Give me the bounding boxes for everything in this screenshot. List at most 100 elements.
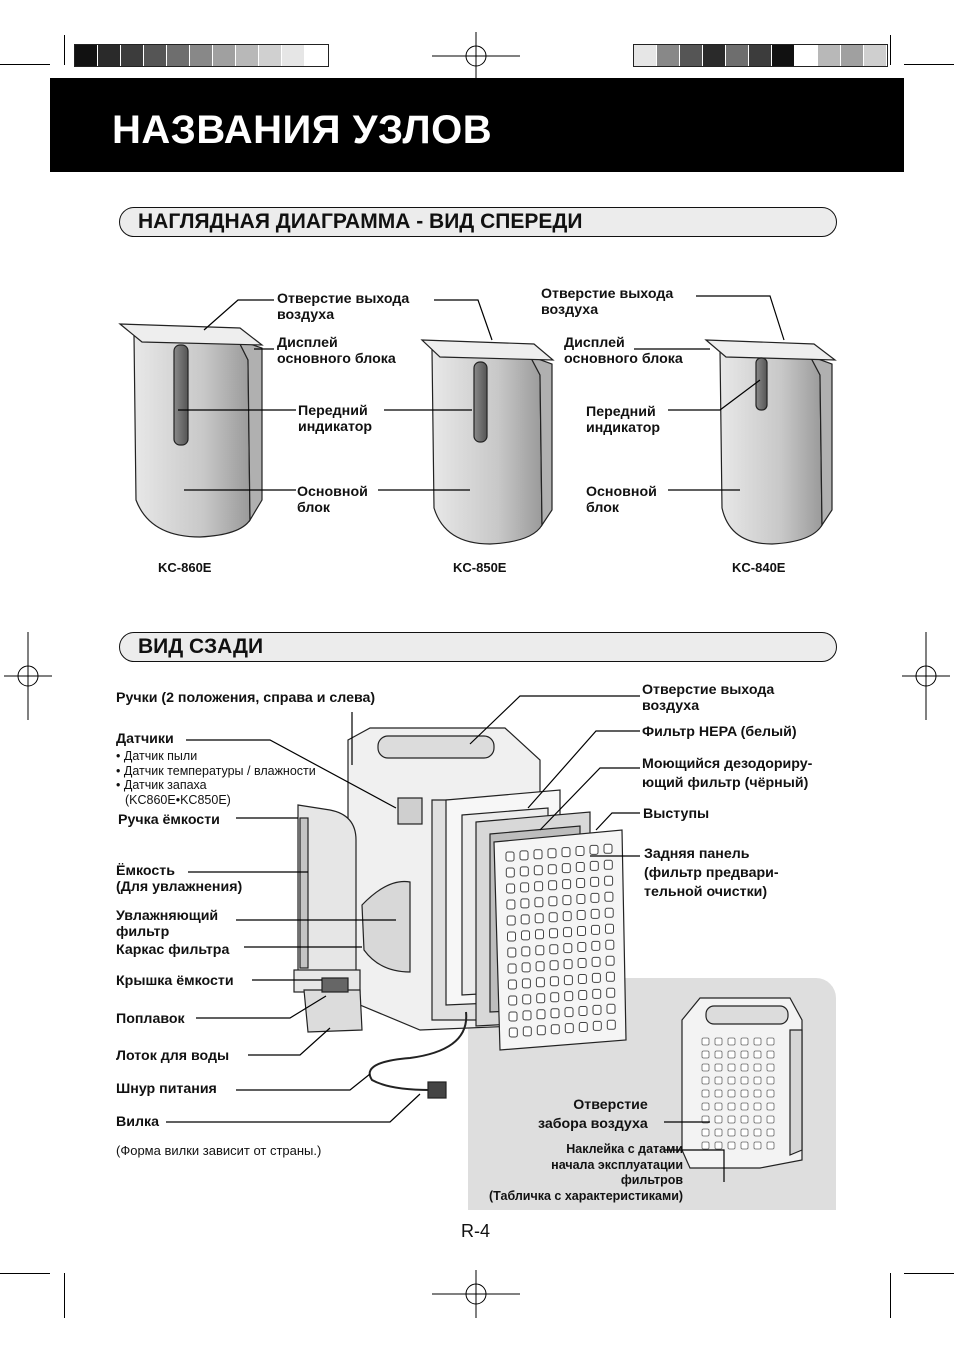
- label-hepa: Фильтр HEPA (белый): [642, 724, 797, 740]
- grille-hole: [727, 1128, 736, 1137]
- grille-hole: [714, 1141, 723, 1150]
- crop-mark: [0, 64, 50, 65]
- grille-hole: [740, 1037, 749, 1046]
- grille-hole: [766, 1076, 775, 1085]
- label-plug: Вилка: [116, 1114, 159, 1130]
- grille-hole: [753, 1050, 762, 1059]
- unit-kc850e: [420, 339, 555, 545]
- model-label: KC-840E: [732, 560, 786, 575]
- grille-hole: [576, 894, 586, 904]
- grille-hole: [562, 911, 572, 922]
- grille-hole: [727, 1076, 736, 1085]
- grille-hole: [766, 1050, 775, 1059]
- page-title: НАЗВАНИЯ УЗЛОВ: [112, 108, 493, 152]
- grille-hole: [508, 1011, 518, 1022]
- grille-hole: [714, 1076, 723, 1085]
- grille-hole: [548, 880, 558, 891]
- label-filter-frame: Каркас фильтра: [116, 942, 230, 958]
- color-swatch: [680, 45, 703, 66]
- sensor-item: • Датчик пыли: [116, 749, 198, 763]
- grille-hole: [507, 931, 516, 942]
- crop-mark: [904, 64, 954, 65]
- label-tank: Ёмкость (Для увлажнения): [116, 863, 243, 895]
- grille-hole: [578, 1006, 588, 1016]
- grille-hole: [576, 910, 586, 920]
- grille-hole: [575, 862, 585, 872]
- label-float: Поплавок: [116, 1011, 185, 1027]
- grille-hole: [740, 1141, 749, 1150]
- label-sensors: Датчики: [116, 731, 174, 747]
- grille-hole: [753, 1141, 762, 1150]
- color-swatch: [749, 45, 772, 66]
- grille-hole: [606, 1003, 616, 1014]
- grille-hole: [591, 924, 600, 935]
- grille-hole: [522, 1026, 532, 1037]
- model-label: KC-860E: [158, 560, 212, 575]
- grille-hole: [547, 848, 557, 859]
- grille-hole: [590, 908, 600, 919]
- grille-hole: [766, 1141, 775, 1150]
- grille-hole: [548, 912, 558, 923]
- sensor-item: • Датчик температуры / влажности: [116, 764, 316, 778]
- grille-hole: [577, 926, 586, 936]
- color-swatch: [305, 45, 328, 66]
- grille-hole: [603, 859, 613, 870]
- label-main-unit-860: Основной блок: [297, 484, 368, 516]
- crop-mark: [64, 35, 65, 65]
- color-swatch: [282, 45, 305, 66]
- crop-mark: [64, 1273, 65, 1318]
- color-swatch: [772, 45, 795, 66]
- crop-mark: [890, 1273, 891, 1318]
- grille-hole: [740, 1089, 749, 1098]
- grille-hole: [766, 1115, 775, 1124]
- grille-hole: [563, 927, 572, 938]
- label-water-tray: Лоток для воды: [116, 1048, 230, 1064]
- label-tabs: Выступы: [643, 806, 710, 822]
- grille-hole: [590, 892, 600, 903]
- grille-hole: [604, 907, 614, 918]
- grille-hole: [740, 1076, 749, 1085]
- color-swatch: [795, 45, 818, 66]
- grille-hole: [591, 972, 601, 983]
- label-display-860: Дисплей основного блока: [277, 335, 396, 367]
- grille-hole: [605, 923, 614, 934]
- grille-hole: [592, 1020, 602, 1031]
- grille-hole: [522, 1010, 532, 1021]
- grille-hole: [701, 1102, 710, 1111]
- grille-hole: [714, 1063, 723, 1072]
- grille-hole: [521, 930, 530, 941]
- color-swatch: [213, 45, 236, 66]
- grille-hole: [740, 1063, 749, 1072]
- color-swatch: [167, 45, 190, 66]
- unit-kc840e: [704, 339, 837, 545]
- label-display-840: Дисплей основного блока: [564, 335, 683, 367]
- grille-hole: [753, 1115, 762, 1124]
- label-front-indicator-840: Передний индикатор: [586, 404, 661, 436]
- sensor-item: • Датчик запаха: [116, 778, 207, 792]
- grille-hole: [753, 1063, 762, 1072]
- grille-hole: [521, 962, 531, 973]
- color-swatch: [726, 45, 749, 66]
- inset-unit: [681, 997, 803, 1169]
- grille-hole: [520, 898, 530, 909]
- color-swatch: [190, 45, 213, 66]
- grille-hole: [564, 1023, 574, 1034]
- grille-hole: [606, 1019, 616, 1030]
- label-deodorizing: Моющийся дезодориру- ющий фильтр (чёрный…: [642, 756, 813, 791]
- plug-note: (Форма вилки зависит от страны.): [116, 1143, 322, 1158]
- grille-hole: [753, 1128, 762, 1137]
- rear-assembly: [293, 727, 627, 1099]
- grille-hole: [549, 928, 558, 939]
- grille-hole: [592, 988, 602, 999]
- label-back-panel: Задняя панель (фильтр предвари- тельной …: [644, 846, 779, 900]
- color-swatch: [703, 45, 726, 66]
- page-header: НАЗВАНИЯ УЗЛОВ: [50, 78, 904, 172]
- grille-hole: [533, 849, 543, 860]
- grille-hole: [714, 1128, 723, 1137]
- grille-hole: [727, 1102, 736, 1111]
- grille-hole: [589, 844, 599, 855]
- grille-hole: [521, 978, 531, 989]
- grille-hole: [505, 851, 515, 862]
